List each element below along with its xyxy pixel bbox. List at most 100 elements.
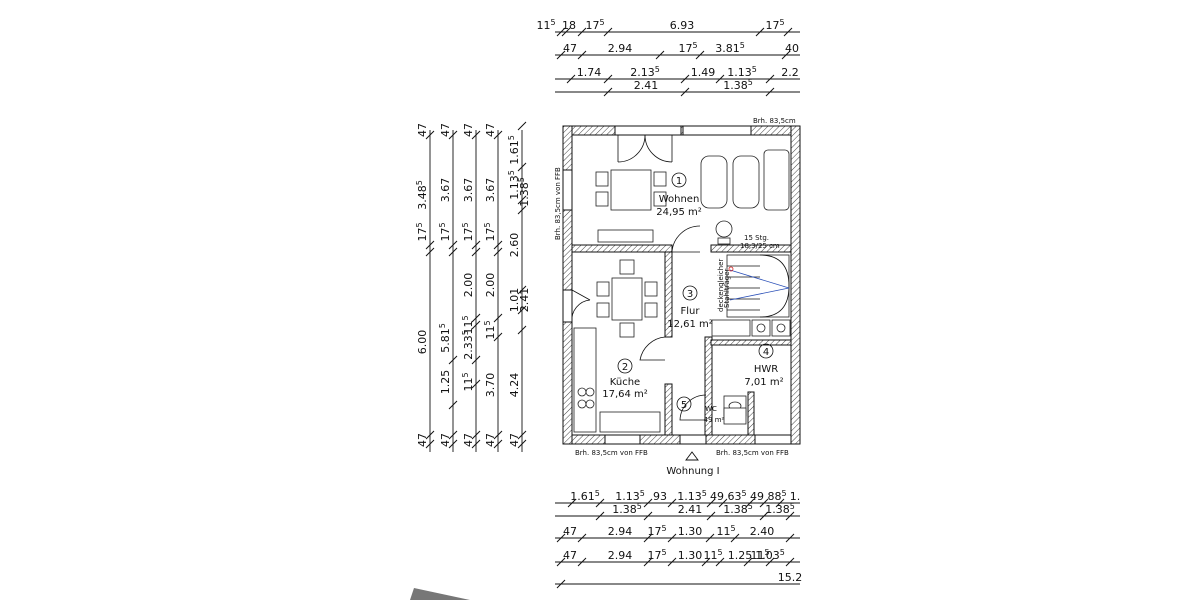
dimension-value: 47: [484, 123, 497, 137]
dimension-tick: [448, 240, 458, 250]
brh-top-right: Brh. 83,5cm: [753, 117, 796, 125]
dimension-tick: [493, 332, 503, 342]
dimension-number: 1.38: [723, 79, 748, 92]
dimension-number: 1.13: [615, 490, 640, 503]
dimension-value: 175: [438, 222, 452, 241]
dimension-number: 1.30: [678, 549, 703, 562]
dimension-tick: [517, 195, 527, 205]
dimension-value: 2.00: [462, 273, 475, 298]
dimension-value: 49: [750, 490, 764, 503]
dimension-tick: [493, 247, 503, 257]
dimension-number: 1.25: [728, 549, 753, 562]
dimension-value: 175: [678, 41, 697, 55]
dimension-value: 5.815: [438, 323, 452, 353]
dimension-number: 2.94: [608, 42, 633, 55]
dimension-value: 47: [462, 433, 475, 447]
dimension-superscript: 5: [595, 489, 600, 498]
dimension-superscript: 5: [550, 18, 555, 27]
dimension-value: 2.00: [484, 273, 497, 298]
dimension-value: 1.49: [691, 66, 716, 79]
dimension-tick: [556, 50, 566, 60]
dimension-tick: [667, 533, 677, 543]
dimension-number: 3.67: [484, 178, 497, 203]
dimension-superscript: 5: [415, 180, 424, 185]
doors: [571, 134, 707, 421]
dimension-value: 1.135: [727, 65, 757, 79]
dimension-value: 6.00: [416, 330, 429, 355]
dimension-tick: [471, 430, 481, 440]
dimension-superscript: 5: [483, 320, 492, 325]
dimension-value: 635: [727, 489, 746, 503]
dimension-tick: [493, 240, 503, 250]
dimension-tick: [595, 511, 605, 521]
dimension-number: 2.00: [462, 273, 475, 298]
unit-label: Wohnung I: [666, 466, 719, 477]
dimension-value: 47: [563, 525, 577, 538]
stair-count: 15 Stg.: [744, 234, 769, 242]
dimension-tick: [667, 498, 677, 508]
dimension-tick: [517, 430, 527, 440]
dimension-tick: [517, 205, 527, 215]
dimension-tick: [781, 50, 791, 60]
dimension-number: 17: [647, 525, 661, 538]
dimension-value: 3.67: [439, 178, 452, 203]
dimension-tick: [493, 130, 503, 140]
dimension-superscript: 5: [507, 170, 516, 175]
dimension-value: 885: [767, 489, 786, 503]
dimension-number: 2.2: [781, 66, 799, 79]
dimension-value: 47: [416, 123, 429, 137]
dimension-tick: [448, 355, 458, 365]
dimension-value: 40: [785, 42, 799, 55]
dimension-number: 93: [653, 490, 667, 503]
dimension-superscript: 5: [717, 548, 722, 557]
dimension-tick: [759, 511, 769, 521]
dimension-number: 1.13: [508, 175, 521, 200]
dimension-value: 1.30: [678, 525, 703, 538]
dimension-number: 17: [647, 549, 661, 562]
dimension-value: 1.385: [765, 502, 795, 516]
dimension-superscript: 5: [748, 502, 753, 511]
dimension-value: 2.94: [608, 549, 633, 562]
dimension-value: 2.41: [634, 79, 659, 92]
dimension-value: 1.135: [507, 170, 521, 200]
dimension-value: 1.30: [678, 549, 703, 562]
dimension-value: 15.2: [778, 571, 803, 584]
dimension-value: 1.135: [615, 489, 645, 503]
dimension-value: 175: [415, 222, 429, 241]
dimension-number: 2.00: [484, 273, 497, 298]
dimension-value: 115: [750, 548, 769, 562]
dimension-number: 47: [462, 123, 475, 137]
dimension-superscript: 5: [781, 489, 786, 498]
dimension-tick: [765, 74, 775, 84]
dimension-value: 2.41: [518, 288, 531, 313]
dimension-number: 1.30: [678, 525, 703, 538]
dimension-value: 47: [462, 123, 475, 137]
dimension-number: 11: [703, 549, 717, 562]
dimension-number: 47: [563, 525, 577, 538]
dimension-number: 17: [765, 19, 779, 32]
dimension-value: 18: [562, 19, 576, 32]
dimension-number: 1.61: [508, 140, 521, 165]
dimension-number: 2.13: [630, 66, 655, 79]
dimension-value: 175: [647, 524, 666, 538]
dimension-tick: [556, 579, 566, 589]
dimension-value: 1.74: [577, 66, 602, 79]
dimension-number: 5.81: [439, 328, 452, 353]
dimension-superscript: 5: [780, 548, 785, 557]
dimension-value: 175: [765, 18, 784, 32]
dimension-tick: [701, 557, 711, 567]
dimension-value: 4.24: [508, 373, 521, 398]
dimension-number: 40: [785, 42, 799, 55]
dimension-tick: [785, 511, 795, 521]
dimension-value: 1.: [790, 490, 801, 503]
dimension-number: 3.67: [462, 178, 475, 203]
room-name-flur: Flur: [681, 306, 701, 317]
dimension-value: 175: [483, 222, 497, 241]
dimension-number: 47: [484, 123, 497, 137]
dimension-number: 11: [462, 378, 475, 392]
dimension-value: 115: [461, 315, 475, 334]
room-labels: 1 Wohnen 24,95 m² 2 Küche 17,64 m² 3 Flu…: [554, 117, 796, 477]
sheet-corner-mark: [410, 588, 470, 600]
dimension-number: 17: [678, 42, 692, 55]
dimension-number: 3.67: [439, 178, 452, 203]
